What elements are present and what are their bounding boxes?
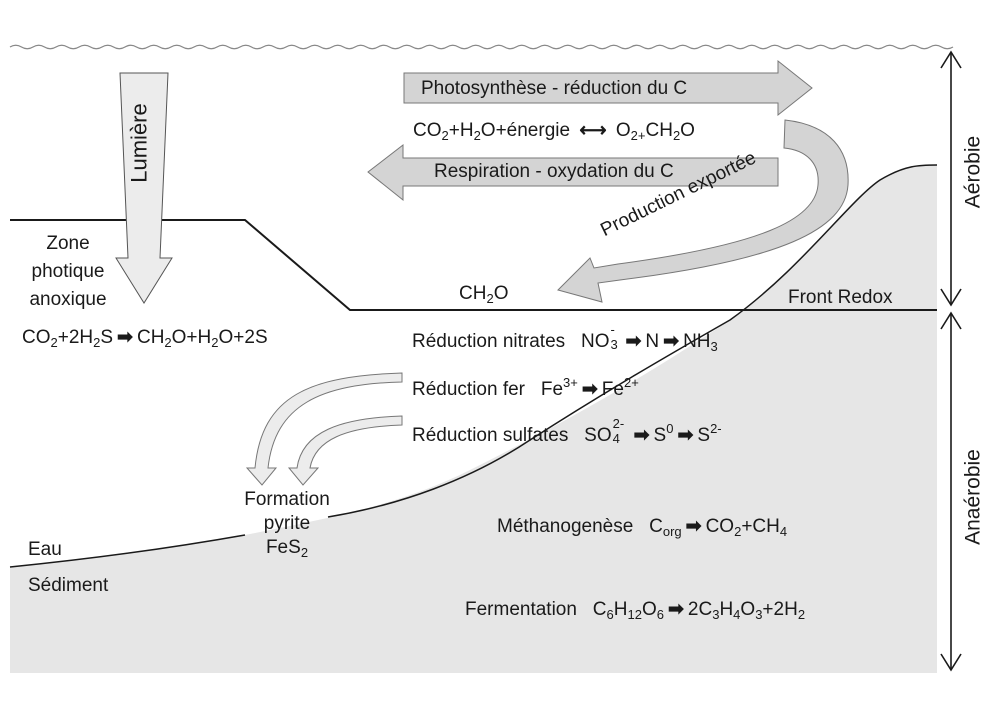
anaerobic-zone-label: Anaérobie <box>961 449 985 545</box>
redox-front-label: Front Redox <box>788 287 893 308</box>
reversible-arrow-icon: ⟷ <box>579 120 607 141</box>
right-arrow-icon: ➡ <box>625 331 642 352</box>
process-name: Méthanogenèse <box>497 516 634 537</box>
process-iron-reduction: Réduction fer Fe3+➡Fe2+ <box>412 375 639 400</box>
right-arrow-icon: ➡ <box>677 425 694 446</box>
process-nitrate-reduction: Réduction nitrates NO-3➡N➡NH3 <box>412 322 718 354</box>
sediment-label: Sédiment <box>28 575 109 596</box>
anoxygenic-photosynthesis-equation: CO2+2H2S➡CH2O+H2O+2S <box>22 327 268 350</box>
export-production-arrow <box>557 119 849 303</box>
iron-to-pyrite-arrow <box>245 372 403 486</box>
photosynthesis-label: Photosynthèse - réduction du C <box>421 78 688 99</box>
aerobic-zone-label: Aérobie <box>961 135 985 209</box>
anaerobic-zone-arrow <box>940 311 962 672</box>
pyrite-formation-label: Formation pyrite FeS2 <box>244 489 330 560</box>
process-name: Réduction fer <box>412 379 526 400</box>
right-arrow-icon: ➡ <box>667 599 684 620</box>
light-arrow <box>115 72 173 304</box>
aerobic-zone-arrow <box>940 50 962 307</box>
sediment-area <box>10 165 937 673</box>
respiration-arrow <box>367 143 779 202</box>
process-name: Réduction nitrates <box>412 331 566 352</box>
photosynthesis-arrow <box>403 59 813 117</box>
right-arrow-icon: ➡ <box>633 425 650 446</box>
right-arrow-icon: ➡ <box>117 327 133 348</box>
process-name: Réduction sulfates <box>412 425 569 446</box>
right-arrow-icon: ➡ <box>685 516 702 537</box>
process-methanogenesis: Méthanogenèse Corg➡CO2+CH4 <box>497 516 788 539</box>
carbon-equation: CO2+H2O+énergie ⟷ O2+CH2O <box>413 120 695 143</box>
process-name: Fermentation <box>465 599 577 620</box>
water-surface-line <box>9 44 954 50</box>
sediment-water-interface <box>9 164 938 568</box>
process-fermentation: Fermentation C6H12O6➡2C3H4O3+2H2 <box>465 599 806 622</box>
right-arrow-icon: ➡ <box>581 379 598 400</box>
photic-zone-label: Zone photique anoxique <box>29 233 107 310</box>
right-arrow-icon: ➡ <box>663 331 680 352</box>
respiration-label: Respiration - oxydation du C <box>434 161 674 182</box>
water-label: Eau <box>28 539 62 560</box>
ch2o-label: CH2O <box>459 283 509 306</box>
light-label: Lumière <box>126 103 152 183</box>
sulfate-to-pyrite-arrow <box>287 415 403 486</box>
